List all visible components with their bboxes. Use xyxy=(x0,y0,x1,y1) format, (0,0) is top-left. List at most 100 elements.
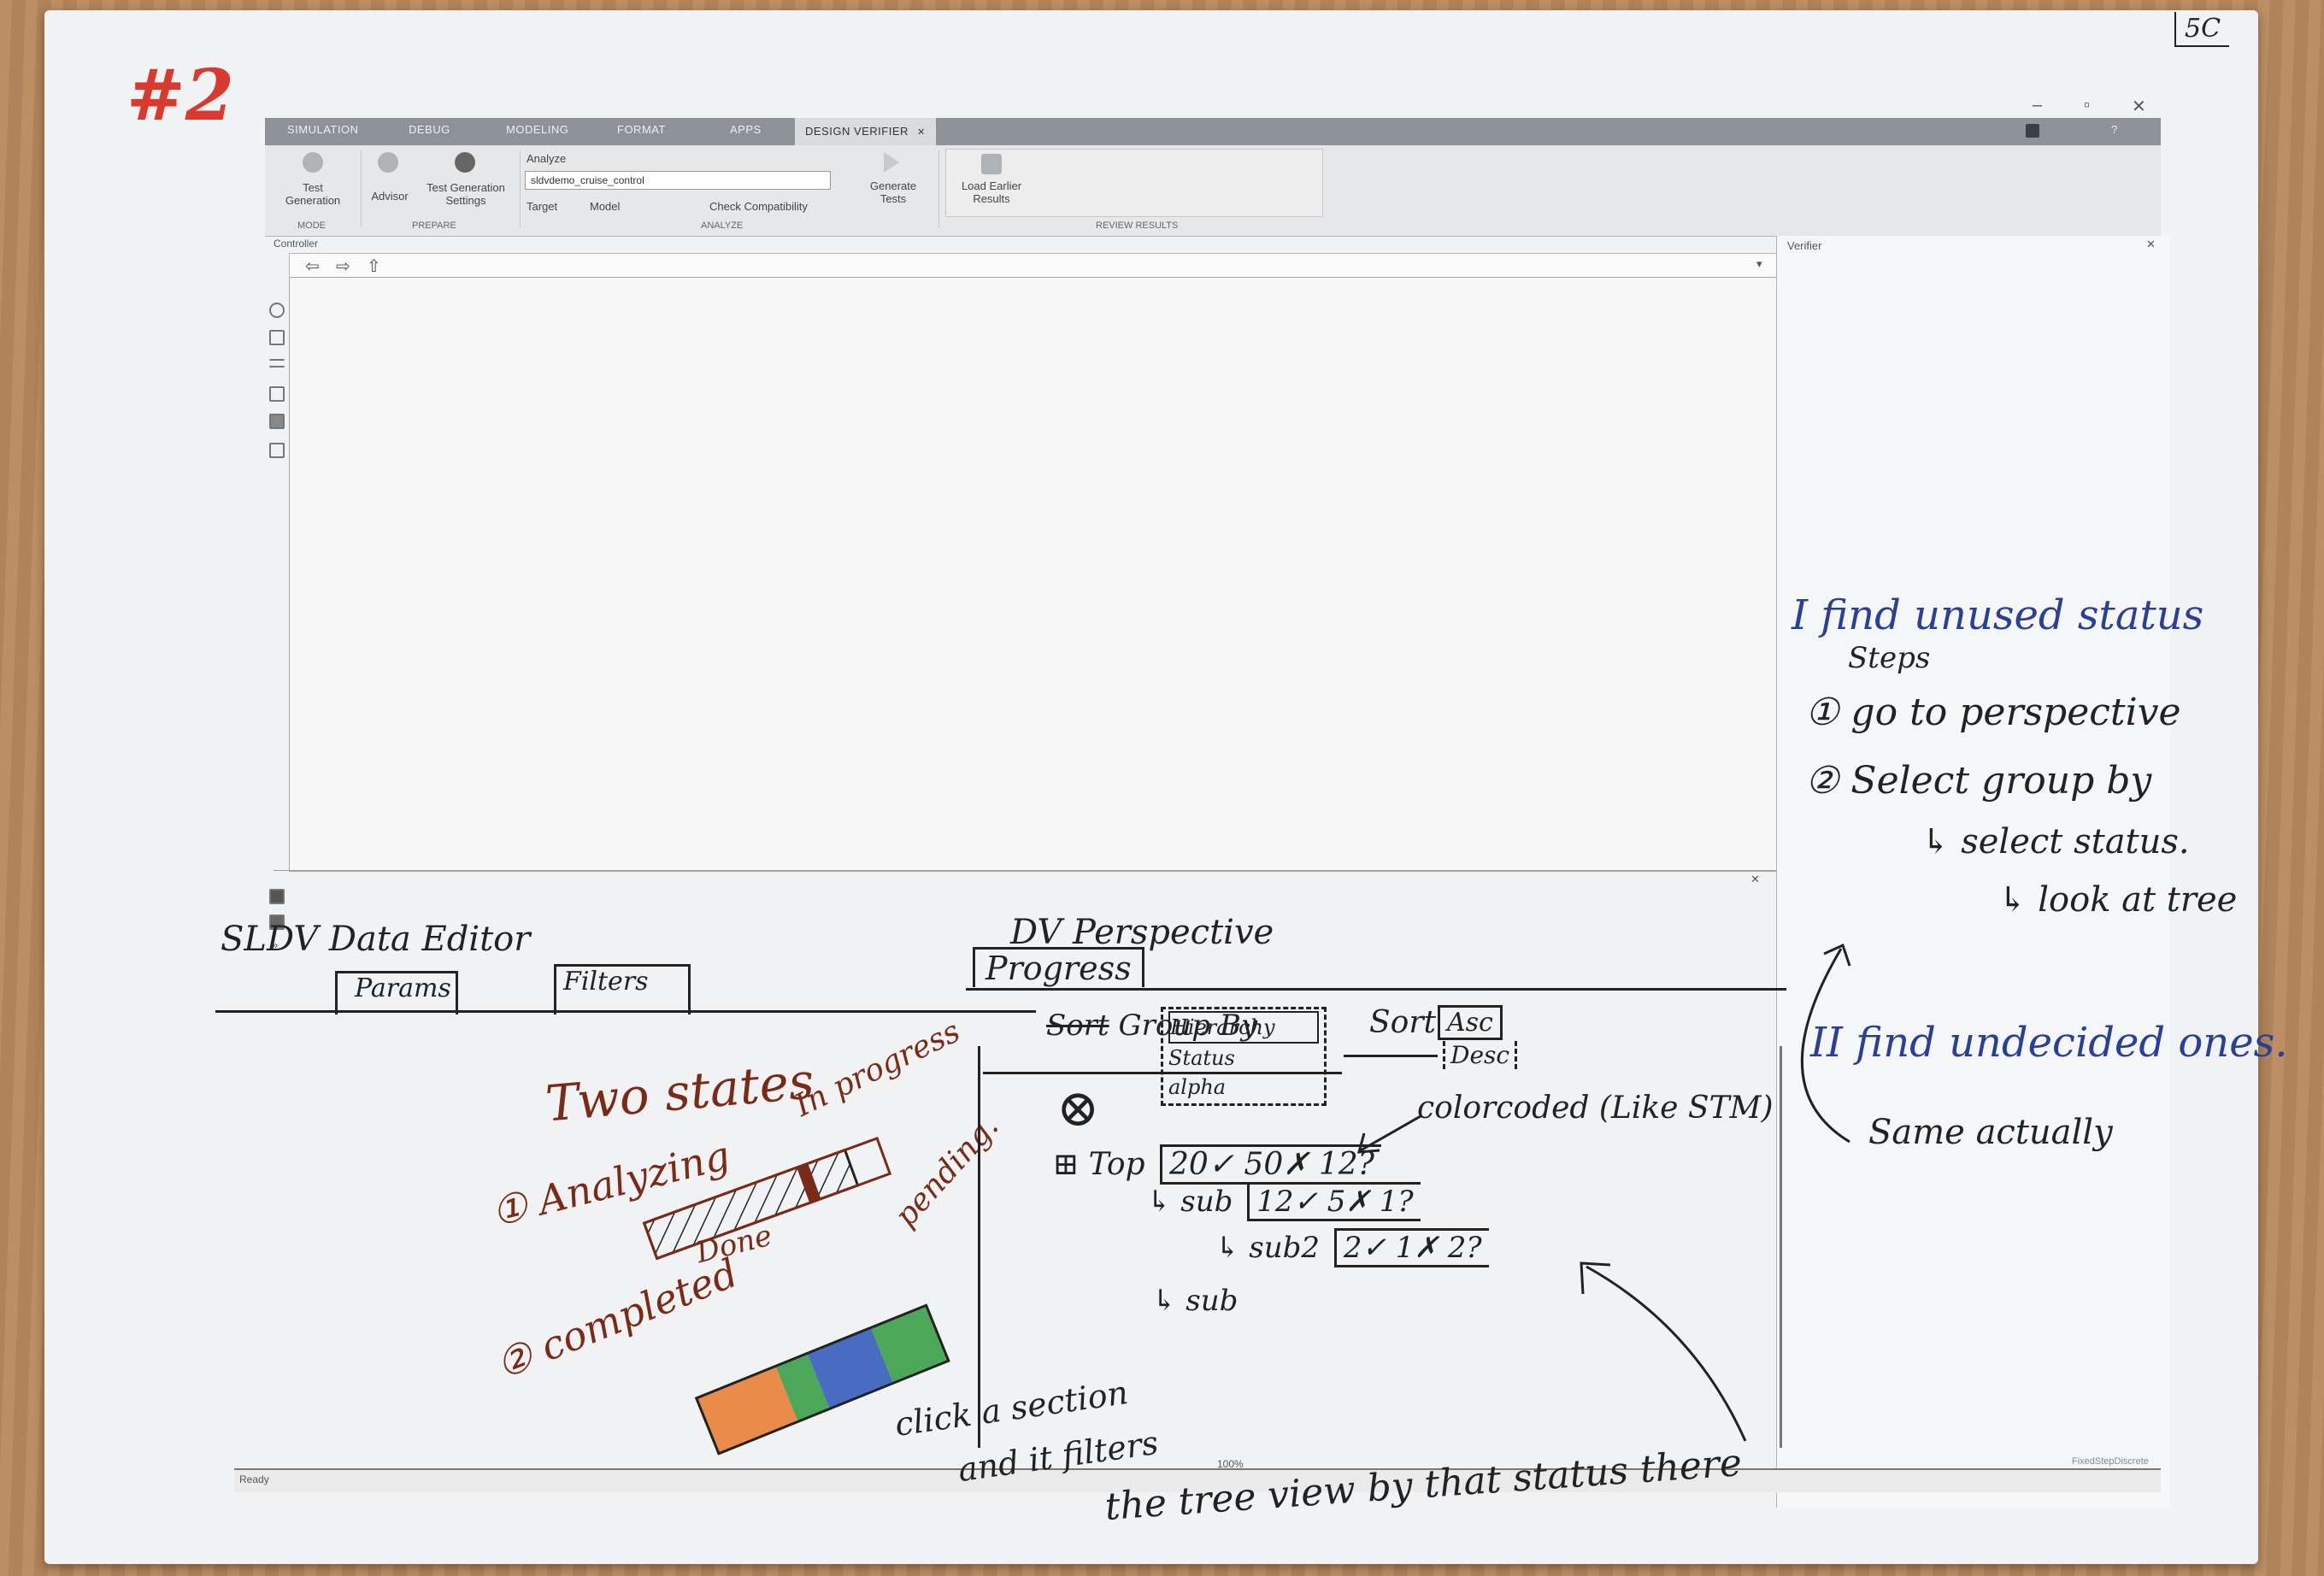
fit-view-icon[interactable] xyxy=(269,330,285,345)
status-ready: Ready xyxy=(239,1473,269,1485)
bottom-panel: ✕ xyxy=(274,870,1776,1469)
editor-tab-line xyxy=(215,1010,1036,1013)
group-by-text: Group By xyxy=(1118,1009,1258,1043)
status-badge: 20✓ 50✗ 12? xyxy=(1160,1144,1381,1185)
section-mode: MODE xyxy=(297,221,326,231)
group-underline xyxy=(983,1072,1342,1074)
controller-tab[interactable]: Controller xyxy=(274,238,319,250)
play-icon xyxy=(884,152,899,173)
chevron-down-icon[interactable]: ▾ xyxy=(1756,257,1762,270)
bottom-panel-close-icon[interactable]: ✕ xyxy=(1750,873,1760,885)
tab-close-icon[interactable]: ✕ xyxy=(917,127,926,138)
minimize-button[interactable]: – xyxy=(2033,96,2043,115)
model-canvas[interactable] xyxy=(289,277,1778,872)
test-generation-button[interactable]: Test Generation xyxy=(285,181,341,207)
generate-tests-button[interactable]: Generate Tests xyxy=(869,179,917,205)
params-tab[interactable]: Params xyxy=(335,971,458,1014)
test-generation-settings-button[interactable]: Test Generation Settings xyxy=(427,181,505,207)
paper-sheet: 5C #2 – ▫ ✕ SIMULATION DEBUG MODELING FO… xyxy=(44,10,2288,1564)
bar-segment-passed-a xyxy=(775,1353,830,1422)
advisor-button[interactable]: Advisor xyxy=(371,190,409,203)
zoom-level: 100% xyxy=(1217,1458,1244,1470)
review-results-gallery xyxy=(945,149,1323,217)
separator xyxy=(520,150,521,227)
note-same-actually: Same actually xyxy=(1868,1113,2113,1152)
curved-arrow xyxy=(1800,943,1851,1144)
corner-mark: 5C xyxy=(2174,12,2230,47)
model-dropdown[interactable]: Model xyxy=(590,200,621,213)
ribbon: Test Generation MODE Advisor Test Genera… xyxy=(265,145,2161,237)
arrows-icon[interactable] xyxy=(269,359,285,368)
note-step-2b: ↳ look at tree xyxy=(1998,880,2238,920)
zoom-icon[interactable] xyxy=(269,303,285,318)
group-by-label: Sort Group By xyxy=(1046,1009,1257,1043)
tree-node-label: ↳ sub xyxy=(1147,1185,1233,1219)
color-note-arrow xyxy=(1356,1114,1421,1154)
sldv-data-editor-title: SLDV Data Editor xyxy=(221,920,531,959)
solver-name: FixedStepDiscrete xyxy=(2072,1456,2149,1467)
image-icon[interactable] xyxy=(269,386,285,402)
sort-asc-option[interactable]: Asc xyxy=(1438,1005,1503,1040)
tab-design-verifier-label: DESIGN VERIFIER xyxy=(805,125,909,138)
sketch-number: #2 xyxy=(126,55,234,137)
filters-tab[interactable]: Filters xyxy=(554,964,691,1014)
analyze-label: Analyze xyxy=(527,152,567,165)
tree-row[interactable]: ↳ sub xyxy=(1152,1284,1238,1318)
filter-arrow xyxy=(1580,1261,1747,1442)
status-bar: Ready 100% FixedStepDiscrete xyxy=(234,1456,2161,1492)
window-titlebar: – ▫ ✕ xyxy=(265,96,2161,118)
sort-desc-option[interactable]: Desc xyxy=(1443,1041,1518,1069)
progress-tab[interactable]: Progress xyxy=(973,947,1144,987)
tab-debug[interactable]: DEBUG xyxy=(409,123,450,136)
panel-close-icon[interactable]: ✕ xyxy=(2146,238,2156,250)
model-name-field[interactable]: sldvdemo_cruise_control xyxy=(525,171,831,190)
check-compatibility-button[interactable]: Check Compatibility xyxy=(709,200,808,213)
sketch-right-line xyxy=(1780,1046,1782,1448)
save-icon[interactable] xyxy=(2026,124,2039,138)
option-hierarchy[interactable]: Hierarchy xyxy=(1168,1011,1319,1044)
status-badge: 12✓ 5✗ 1? xyxy=(1247,1182,1421,1221)
group-by-dropdown[interactable]: Hierarchy Status alpha xyxy=(1161,1007,1327,1106)
block-icon[interactable] xyxy=(269,414,285,429)
target-label: Target xyxy=(527,200,558,213)
tab-apps[interactable]: APPS xyxy=(730,123,762,136)
close-button[interactable]: ✕ xyxy=(2132,97,2146,116)
library-icon[interactable] xyxy=(269,914,285,930)
camera-icon[interactable] xyxy=(269,889,285,904)
tree-node-label: ⊞ Top xyxy=(1053,1147,1145,1182)
back-arrow-icon[interactable]: ⇦ xyxy=(305,257,320,276)
perspective-header-line xyxy=(966,988,1786,991)
tab-simulation[interactable]: SIMULATION xyxy=(287,123,359,136)
dv-perspective-title: DV Perspective xyxy=(1010,913,1274,952)
tree-row[interactable]: ↳ sub2 2✓ 1✗ 2? xyxy=(1215,1228,1489,1267)
load-earlier-results-button[interactable]: Load Earlier Results xyxy=(961,179,1022,205)
section-review-results: REVIEW RESULTS xyxy=(1096,221,1179,231)
tree-row[interactable]: ↳ sub 12✓ 5✗ 1? xyxy=(1147,1182,1421,1221)
expand-icon[interactable]: » xyxy=(272,938,279,951)
checkbox-icon[interactable] xyxy=(269,443,285,458)
verifier-title: Verifier xyxy=(1787,239,1822,252)
note-step-2a: ↳ select status. xyxy=(1921,822,2190,862)
tab-design-verifier[interactable]: DESIGN VERIFIER ✕ xyxy=(795,118,936,145)
group-struck-word: Sort xyxy=(1046,1009,1109,1043)
advisor-icon xyxy=(378,152,398,173)
note-heading-unused-status: I find unused status xyxy=(1792,591,2204,639)
restore-button[interactable]: ▫ xyxy=(2084,96,2091,115)
address-bar: ⇦ ⇨ ⇧ ▾ xyxy=(289,253,1778,279)
completed-status-bar xyxy=(694,1303,950,1455)
option-alpha[interactable]: alpha xyxy=(1168,1075,1227,1099)
settings-gear-icon xyxy=(455,152,475,173)
option-status[interactable]: Status xyxy=(1168,1046,1235,1070)
section-prepare: PREPARE xyxy=(412,221,456,231)
tab-format[interactable]: FORMAT xyxy=(617,123,666,136)
help-icon[interactable]: ? xyxy=(2111,123,2118,136)
clear-filter-icon[interactable]: ⊗ xyxy=(1056,1079,1100,1138)
sort-line xyxy=(1344,1055,1438,1057)
test-generation-icon xyxy=(303,152,323,173)
load-results-icon xyxy=(981,154,1002,174)
forward-arrow-icon[interactable]: ⇨ xyxy=(336,257,350,276)
tree-row[interactable]: ⊞ Top 20✓ 50✗ 12? xyxy=(1053,1144,1381,1185)
sketch-divider xyxy=(978,1046,980,1448)
tab-modeling[interactable]: MODELING xyxy=(506,123,569,136)
up-arrow-icon[interactable]: ⇧ xyxy=(367,257,381,276)
